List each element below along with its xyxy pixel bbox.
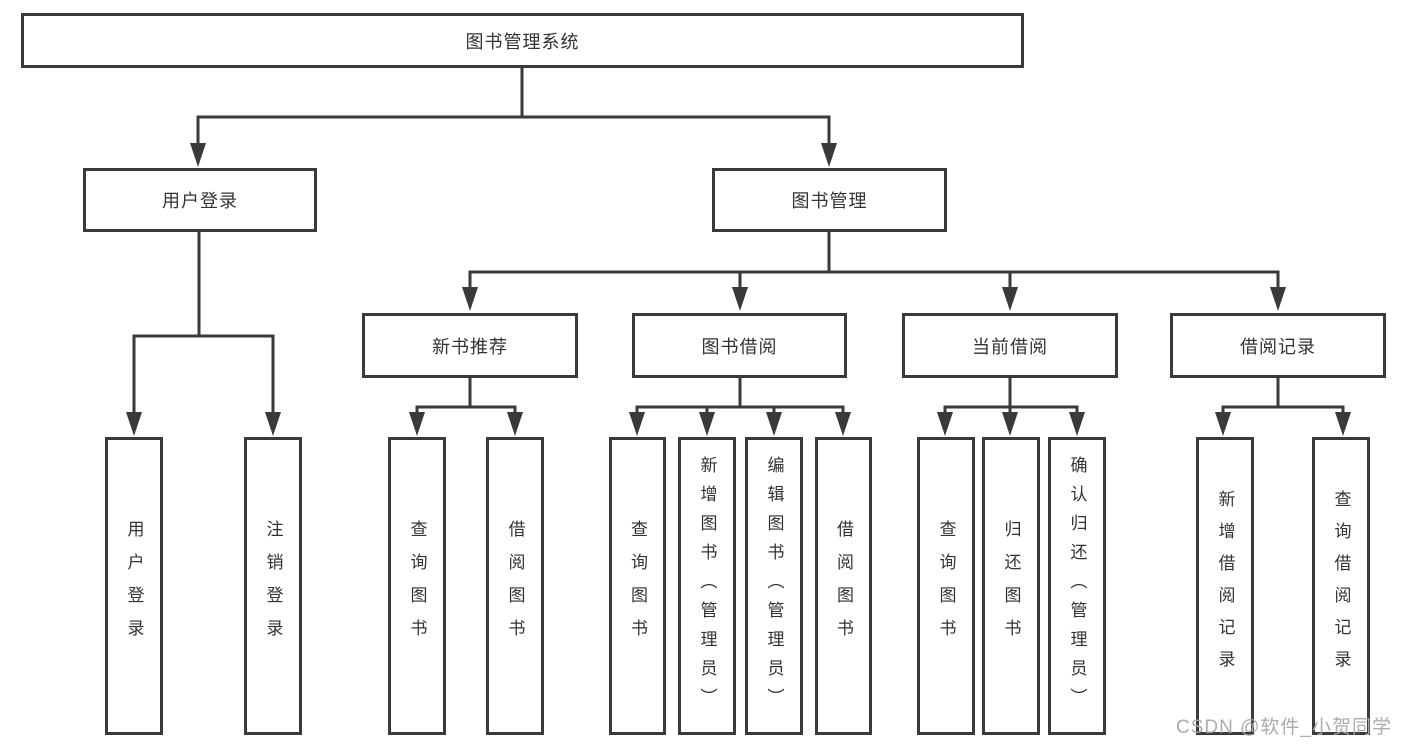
- leaf-borrow-books-borrowing: 借阅图书: [815, 437, 872, 735]
- leaf-label: 确认归还（管理员）: [1067, 455, 1087, 717]
- arrowhead: [126, 412, 142, 436]
- leaf-logout: 注销登录: [244, 437, 302, 735]
- leaf-query-books-recommend: 查询图书: [388, 437, 446, 735]
- node-book-management: 图书管理: [712, 168, 947, 232]
- leaf-return-books: 归还图书: [982, 437, 1040, 735]
- arrowhead: [629, 412, 645, 436]
- leaf-label: 用户登录: [124, 520, 144, 652]
- arrowhead: [1215, 412, 1231, 436]
- arrowhead: [409, 412, 425, 436]
- arrowhead: [699, 412, 715, 436]
- leaf-label: 借阅图书: [505, 520, 525, 652]
- arrowhead: [462, 287, 478, 311]
- leaf-label: 查询借阅记录: [1331, 490, 1351, 682]
- arrowhead: [1069, 412, 1085, 436]
- arrowhead: [1335, 412, 1351, 436]
- leaf-label: 查询图书: [936, 520, 956, 652]
- leaf-borrow-books-recommend: 借阅图书: [486, 437, 544, 735]
- leaf-label: 编辑图书（管理员）: [764, 455, 784, 717]
- csdn-watermark: CSDN @软件_小贺同学: [1176, 717, 1392, 738]
- arrowhead: [265, 412, 281, 436]
- arrowhead: [1002, 412, 1018, 436]
- node-borrowing-records: 借阅记录: [1170, 313, 1386, 378]
- leaf-label: 查询图书: [628, 520, 647, 652]
- leaf-add-books-admin: 新增图书（管理员）: [678, 437, 736, 735]
- leaf-label: 新增借阅记录: [1215, 490, 1235, 682]
- leaf-confirm-return-admin: 确认归还（管理员）: [1048, 437, 1106, 735]
- leaf-label: 借阅图书: [834, 520, 853, 652]
- node-new-book-recommendation: 新书推荐: [362, 313, 578, 378]
- leaf-label: 归还图书: [1001, 520, 1021, 652]
- leaf-user-login: 用户登录: [105, 437, 163, 735]
- leaf-add-borrow-record: 新增借阅记录: [1196, 437, 1254, 735]
- arrowhead: [1270, 287, 1286, 311]
- node-library-management-system: 图书管理系统: [21, 13, 1024, 68]
- arrowhead: [835, 412, 851, 436]
- leaf-query-borrow-record: 查询借阅记录: [1312, 437, 1370, 735]
- leaf-label: 查询图书: [407, 520, 427, 652]
- arrowhead: [1002, 287, 1018, 311]
- arrowhead: [937, 412, 953, 436]
- leaf-query-books-current: 查询图书: [917, 437, 975, 735]
- leaf-query-books-borrowing: 查询图书: [609, 437, 666, 735]
- arrowhead: [821, 143, 837, 167]
- arrowhead: [190, 143, 206, 167]
- arrowhead: [507, 412, 523, 436]
- leaf-label: 注销登录: [263, 520, 283, 652]
- arrowhead: [766, 412, 782, 436]
- leaf-label: 新增图书（管理员）: [697, 455, 717, 717]
- node-book-borrowing: 图书借阅: [632, 313, 847, 378]
- leaf-edit-books-admin: 编辑图书（管理员）: [745, 437, 803, 735]
- arrowhead: [732, 287, 748, 311]
- node-current-borrowing: 当前借阅: [902, 313, 1118, 378]
- node-user-login: 用户登录: [83, 168, 317, 232]
